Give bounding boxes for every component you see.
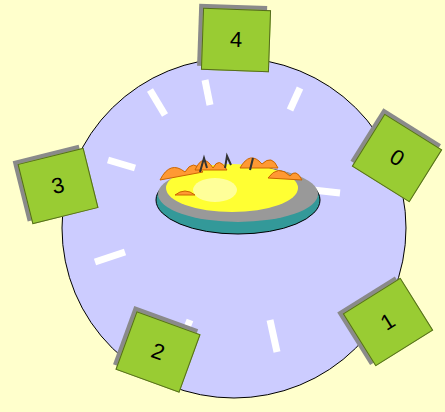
- seat-number: 1: [377, 309, 399, 334]
- table: [62, 58, 406, 398]
- bowl: [156, 156, 320, 234]
- seat-number: 3: [49, 174, 66, 198]
- seat-number: 0: [386, 145, 408, 170]
- seat-number: 4: [229, 29, 242, 51]
- seat-number: 2: [148, 340, 167, 365]
- chopsticks: [95, 80, 340, 352]
- chair-box: 4: [201, 8, 271, 72]
